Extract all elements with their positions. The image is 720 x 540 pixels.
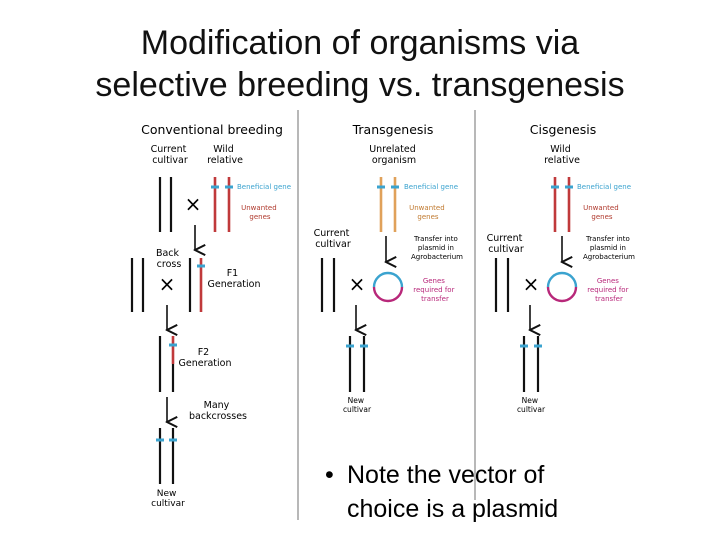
- title-line-1: Modification of organisms via: [140, 24, 580, 62]
- conv-f2-label: F2 Generation: [179, 347, 232, 369]
- cis-wild-relative-label: Wild relative: [544, 144, 580, 166]
- conv-current-cultivar-label: Current cultivar: [151, 144, 190, 166]
- trans-plasmid-magenta: [372, 286, 404, 303]
- trans-genes-required-label: Genes required for transfer: [413, 277, 456, 303]
- bullet-marker: •: [325, 461, 334, 489]
- cis-plasmid-magenta: [546, 286, 578, 303]
- cis-new-cultivar-label: New cultivar: [517, 396, 546, 414]
- cis-unwanted-genes-label: Unwanted genes: [583, 204, 621, 221]
- conv-cross-symbol-1: ×: [185, 192, 202, 216]
- slide-title: Modification of organisms via selective …: [0, 22, 720, 106]
- transgenesis-heading: Transgenesis: [352, 122, 434, 137]
- conv-cross-symbol-2: ×: [159, 272, 176, 296]
- conv-wild-relative-label: Wild relative: [207, 144, 243, 166]
- trans-current-cultivar-label: Current cultivar: [314, 228, 353, 250]
- cis-plasmid-blue: [546, 271, 578, 288]
- conv-unwanted-genes-label: Unwanted genes: [241, 204, 279, 221]
- conv-back-cross-label: Back cross: [156, 248, 182, 270]
- cis-cross-symbol: ×: [523, 272, 540, 296]
- conv-beneficial-gene-label: Beneficial gene: [237, 183, 291, 191]
- trans-unrelated-organism-label: Unrelated organism: [369, 144, 419, 166]
- trans-new-cultivar-label: New cultivar: [343, 396, 372, 414]
- cisgenesis-heading: Cisgenesis: [530, 122, 596, 137]
- panel-conventional: Conventional breeding Current cultivar W…: [130, 122, 291, 509]
- note-text: Note the vector of choice is a plasmid: [347, 461, 559, 523]
- conv-f1-label: F1 Generation: [208, 268, 261, 290]
- conv-many-backcrosses-label: Many backcrosses: [189, 400, 247, 422]
- panel-transgenesis: Transgenesis Unrelated organism Benefici…: [314, 122, 464, 414]
- cis-current-cultivar-label: Current cultivar: [487, 233, 526, 255]
- title-line-2: selective breeding vs. transgenesis: [95, 66, 625, 104]
- conv-new-cultivar-label: New cultivar: [151, 489, 185, 509]
- trans-beneficial-gene-label: Beneficial gene: [404, 183, 458, 191]
- trans-unwanted-genes-label: Unwanted genes: [409, 204, 447, 221]
- conventional-heading: Conventional breeding: [141, 122, 283, 137]
- trans-cross-symbol: ×: [349, 272, 366, 296]
- cis-beneficial-gene-label: Beneficial gene: [577, 183, 631, 191]
- cis-genes-required-label: Genes required for transfer: [587, 277, 630, 303]
- trans-transfer-label: Transfer into plasmid in Agrobacterium: [411, 235, 463, 261]
- panel-cisgenesis: Cisgenesis Wild relative Beneficial gene…: [487, 122, 636, 414]
- trans-plasmid-blue: [372, 271, 404, 288]
- cis-transfer-label: Transfer into plasmid in Agrobacterium: [583, 235, 635, 261]
